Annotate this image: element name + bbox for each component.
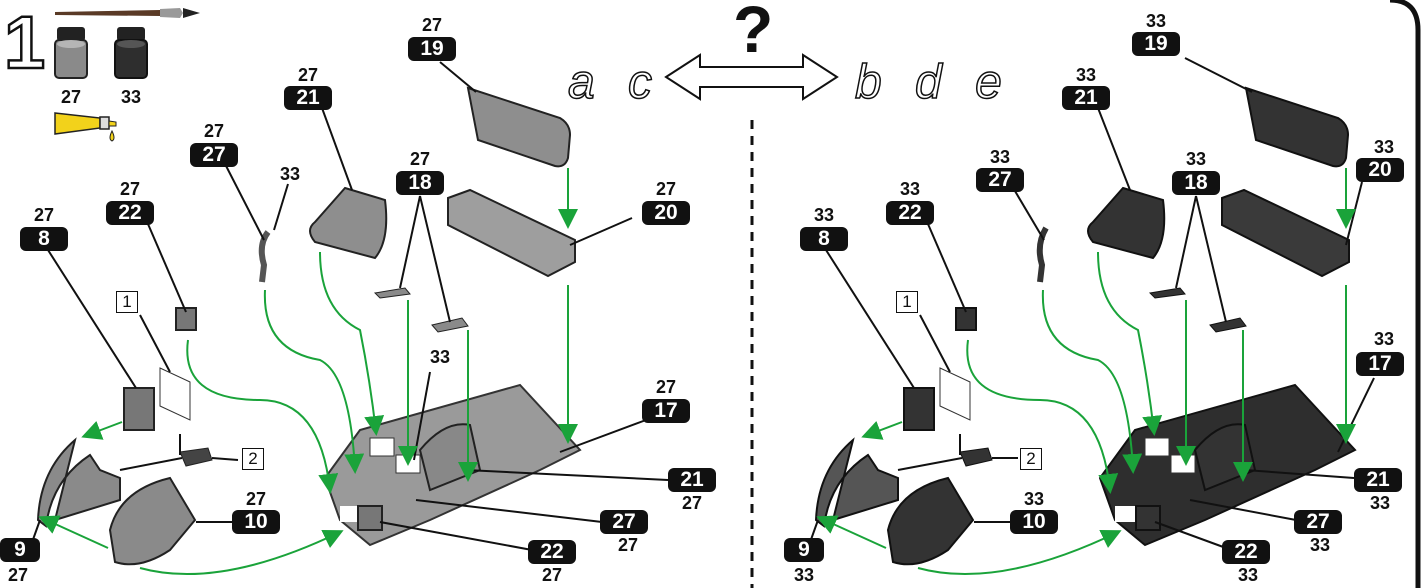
side-part-10-dark [886, 476, 975, 566]
link-part-18b-dark [1209, 317, 1247, 333]
seat-part-21-dark [1087, 186, 1166, 260]
part-number-badge: 20 [642, 201, 690, 225]
color-label: 33 [793, 565, 815, 585]
color-label: 33 [429, 347, 451, 367]
part-number-badge: 17 [642, 399, 690, 423]
seat-part-21 [309, 186, 388, 260]
paint-jar-gray-icon [54, 27, 88, 79]
part-number-badge: 17 [1356, 352, 1404, 376]
color-label: 33 [1373, 137, 1395, 157]
part-number-badge: 9 [784, 538, 824, 562]
side-part-9-dark [814, 437, 899, 528]
color-label: 33 [1237, 565, 1259, 585]
paintbrush-icon [55, 8, 200, 18]
color-label: 27 [541, 565, 563, 585]
part-number-badge: 27 [600, 510, 648, 534]
part-number-badge: 21 [1062, 86, 1110, 110]
decal-box-1: 1 [116, 291, 138, 313]
color-label: 27 [203, 121, 225, 141]
color-label: 27 [617, 535, 639, 555]
color-label: 33 [1185, 149, 1207, 169]
part-number-badge: 27 [1294, 510, 1342, 534]
variant-label-right: b d e [854, 56, 1012, 109]
block-part-8 [123, 387, 155, 431]
color-label: 27 [409, 149, 431, 169]
color-label: 27 [681, 493, 703, 513]
pedal-part-22 [175, 307, 197, 331]
left-assembly [29, 61, 669, 576]
link-part-18b [431, 317, 469, 333]
pedal-part-22-dark [955, 307, 977, 331]
decal-box-1: 1 [896, 291, 918, 313]
color-label: 27 [7, 565, 29, 585]
side-part-10 [108, 476, 197, 566]
block-part-8-dark [903, 387, 935, 431]
color-label: 33 [899, 179, 921, 199]
part-number-badge: 8 [800, 227, 848, 251]
part-number-badge: 22 [1222, 540, 1270, 564]
part-number-badge: 21 [284, 86, 332, 110]
part-number-badge: 22 [528, 540, 576, 564]
part-number-badge: 10 [1010, 510, 1058, 534]
part-number-badge: 19 [1132, 32, 1180, 56]
box-part-20-dark [1221, 188, 1350, 278]
color-label: 33 [279, 164, 301, 184]
color-label: 33 [1373, 329, 1395, 349]
color-label: 33 [1145, 11, 1167, 31]
right-assembly [807, 57, 1375, 576]
part-number-badge: 9 [0, 538, 40, 562]
part-number-badge: 22 [886, 201, 934, 225]
color-label: 27 [421, 15, 443, 35]
part-number-badge: 21 [1354, 468, 1402, 492]
decal-box-2: 2 [242, 448, 264, 470]
color-label: 27 [119, 179, 141, 199]
link-part-18a [373, 287, 411, 299]
lever-part-27 [258, 230, 271, 283]
color-label: 27 [245, 489, 267, 509]
side-part-9 [36, 437, 121, 528]
paint-label-black: 33 [120, 87, 142, 107]
panel-part-19-dark [1244, 86, 1350, 168]
box-part-20 [447, 188, 576, 278]
part-number-badge: 27 [190, 143, 238, 167]
part-number-badge: 10 [232, 510, 280, 534]
color-label: 33 [1023, 489, 1045, 509]
variant-label-left: a c [567, 56, 663, 109]
decal-box-2: 2 [1020, 448, 1042, 470]
part-number-badge: 8 [20, 227, 68, 251]
part-number-badge: 19 [408, 37, 456, 61]
question-mark: ? [733, 0, 774, 66]
color-label: 27 [33, 205, 55, 225]
part-number-badge: 18 [396, 171, 444, 195]
link-part-18a-dark [1148, 287, 1186, 299]
part-number-badge: 18 [1172, 171, 1220, 195]
step-number: 1 [3, 1, 47, 84]
color-label: 33 [1369, 493, 1391, 513]
part-number-badge: 27 [976, 168, 1024, 192]
lever-part-27-dark [1036, 226, 1049, 283]
part-number-badge: 21 [668, 468, 716, 492]
page-frame [1389, 0, 1421, 588]
color-label: 27 [655, 179, 677, 199]
color-label: 33 [989, 147, 1011, 167]
color-label: 33 [1075, 65, 1097, 85]
part-number-badge: 22 [106, 201, 154, 225]
color-label: 33 [813, 205, 835, 225]
paint-label-gray: 27 [60, 87, 82, 107]
panel-part-19 [466, 86, 572, 168]
glue-tube-icon [54, 112, 117, 142]
part-number-badge: 20 [1356, 158, 1404, 182]
color-label: 33 [1309, 535, 1331, 555]
variant-double-arrow [664, 53, 839, 101]
paint-jar-black-icon [114, 27, 148, 79]
color-label: 27 [297, 65, 319, 85]
color-label: 27 [655, 377, 677, 397]
